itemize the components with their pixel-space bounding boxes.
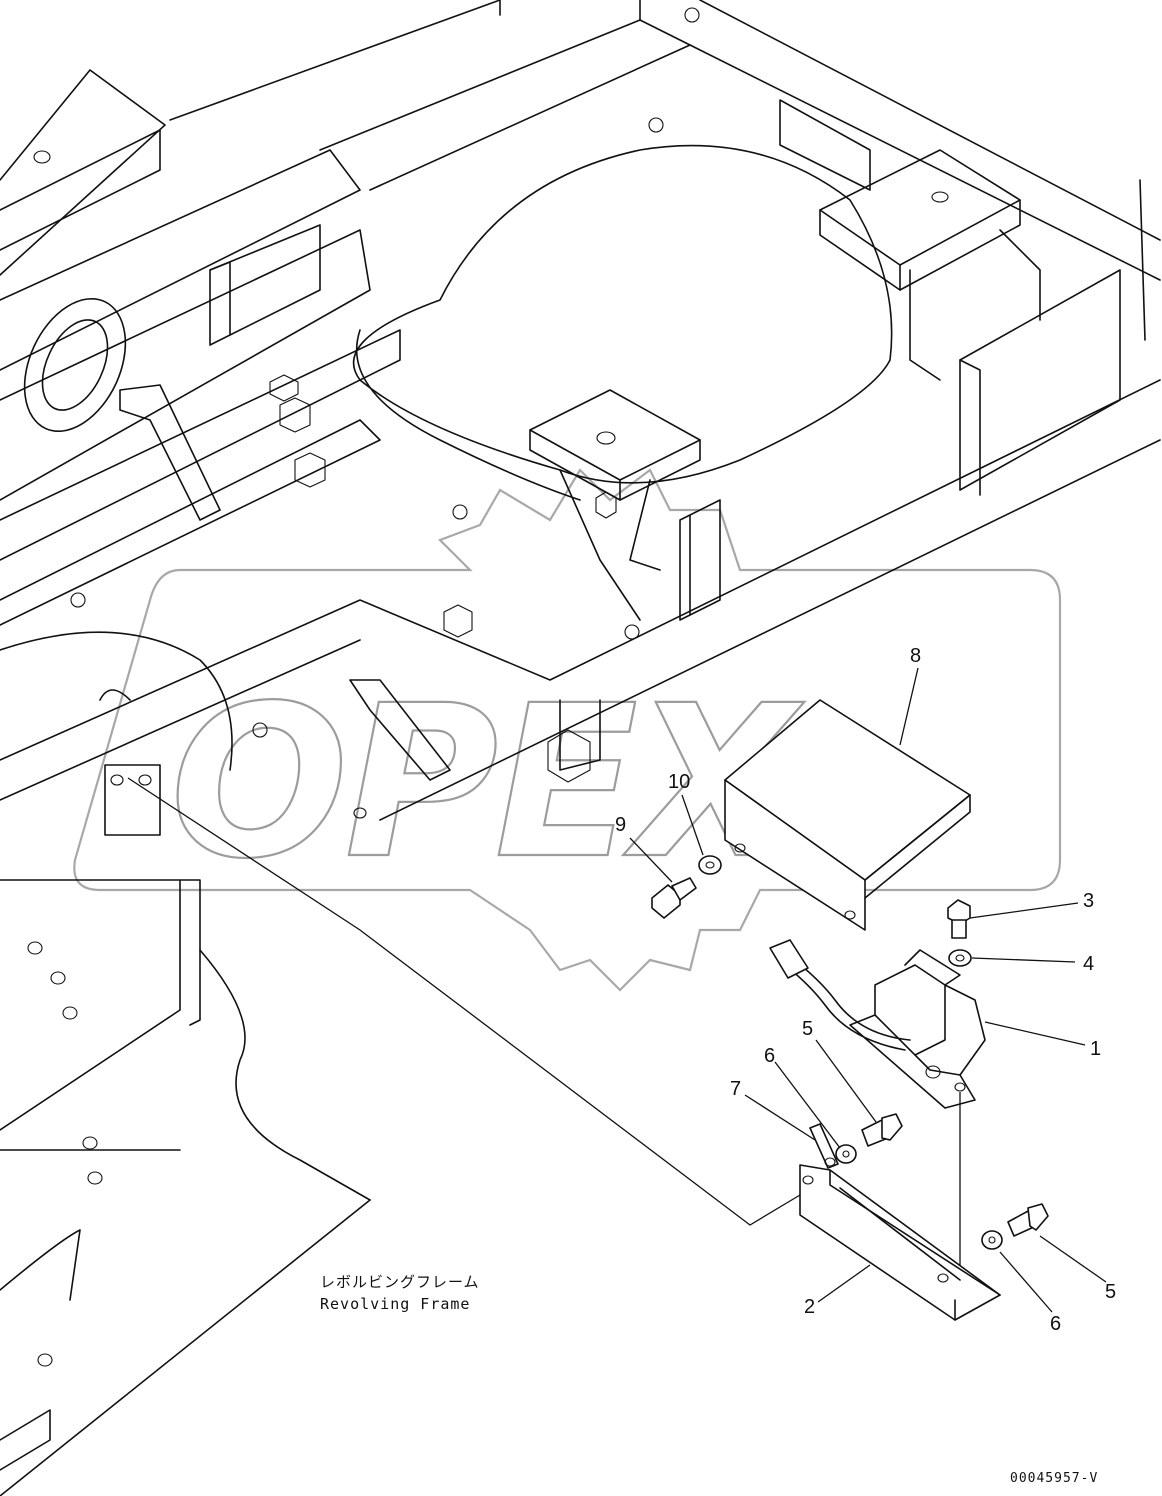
- leader-lines: [629, 667, 1107, 1313]
- plate-part-7[interactable]: [809, 1123, 839, 1169]
- callout-1: 1: [1090, 1038, 1101, 1060]
- washer-part-6-lower[interactable]: [981, 1230, 1003, 1250]
- washer-part-10[interactable]: [698, 855, 722, 875]
- bracket-part-2[interactable]: [799, 1164, 1001, 1321]
- frame-label-en: Revolving Frame: [320, 1295, 470, 1313]
- watermark: OPEX: [73, 468, 1062, 992]
- bolt-part-5-upper[interactable]: [861, 1113, 903, 1147]
- callout-6-lower: 6: [1050, 1313, 1061, 1335]
- bolt-part-3[interactable]: [947, 899, 971, 939]
- washer-part-4[interactable]: [948, 949, 972, 967]
- washer-part-6-upper[interactable]: [835, 1144, 857, 1164]
- callout-5-lower: 5: [1105, 1281, 1116, 1303]
- callout-7: 7: [730, 1078, 741, 1100]
- callout-2: 2: [804, 1296, 815, 1318]
- callouts: 8 10 9 3 4 1 5 6 7 2 5 6: [615, 645, 1116, 1335]
- watermark-text: OPEX: [170, 660, 805, 905]
- cover-part-8[interactable]: [724, 699, 971, 931]
- callout-3: 3: [1083, 890, 1094, 912]
- bolt-part-9[interactable]: [651, 877, 697, 919]
- callout-8: 8: [910, 645, 921, 667]
- bolt-part-5-lower[interactable]: [1007, 1203, 1049, 1237]
- frame-label-jp: レボルビングフレーム: [320, 1273, 480, 1291]
- callout-5-upper: 5: [802, 1018, 813, 1040]
- callout-9: 9: [615, 814, 626, 836]
- callout-4: 4: [1083, 953, 1094, 975]
- drawing-code: 00045957-V: [1010, 1471, 1098, 1486]
- callout-6-upper: 6: [764, 1045, 775, 1067]
- relay-part-1[interactable]: [769, 939, 986, 1109]
- callout-10: 10: [668, 771, 690, 793]
- watermark-gear-icon: [73, 468, 1062, 992]
